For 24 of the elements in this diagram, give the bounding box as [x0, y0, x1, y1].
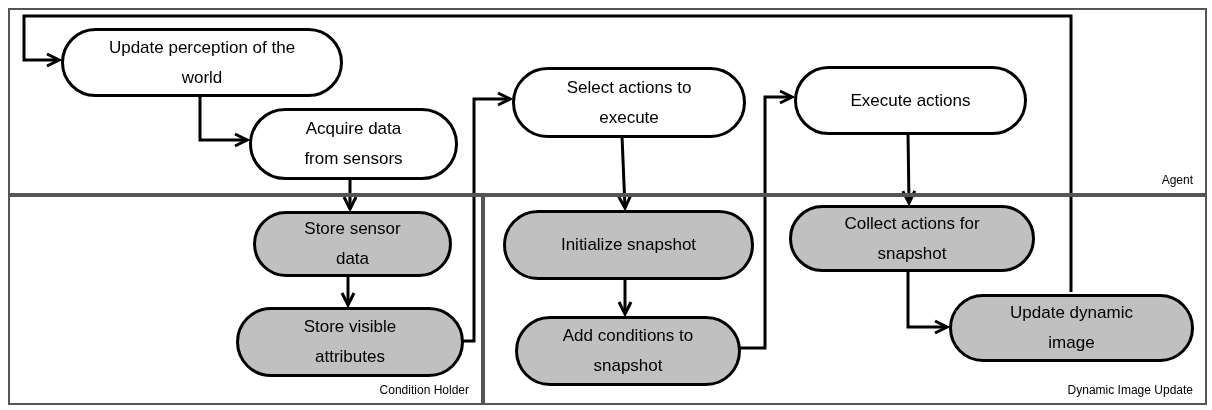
activity-text: Select actions to execute [565, 76, 693, 129]
swimlane [8, 8, 1207, 195]
activity-text: Update dynamic image [1009, 302, 1134, 354]
arrow [198, 95, 249, 148]
activity-text: Initialize snapshot [560, 234, 697, 256]
arrow [617, 278, 633, 316]
activity-text: Add conditions to snapshot [562, 325, 694, 377]
activity-text: Execute actions [850, 89, 971, 112]
activity-text: Store sensor data [303, 218, 402, 270]
activity-text: Acquire data from sensors [303, 118, 404, 170]
activity-text: Store visible attributes [302, 316, 398, 368]
lane-label: Agent [1161, 172, 1193, 189]
arrow [906, 270, 949, 335]
arrow [739, 89, 794, 350]
arrow [342, 178, 358, 211]
arrow [22, 14, 1073, 292]
arrow [340, 275, 356, 307]
lane-label: Dynamic Image Update [1067, 382, 1193, 399]
lane-label: Condition Holder [379, 382, 469, 399]
arrow [462, 91, 512, 343]
swimlane [8, 195, 483, 405]
swimlane [483, 195, 1207, 405]
activity-text: Update perception of the world [108, 36, 296, 89]
activity-text: Collect actions for snapshot [843, 212, 981, 265]
